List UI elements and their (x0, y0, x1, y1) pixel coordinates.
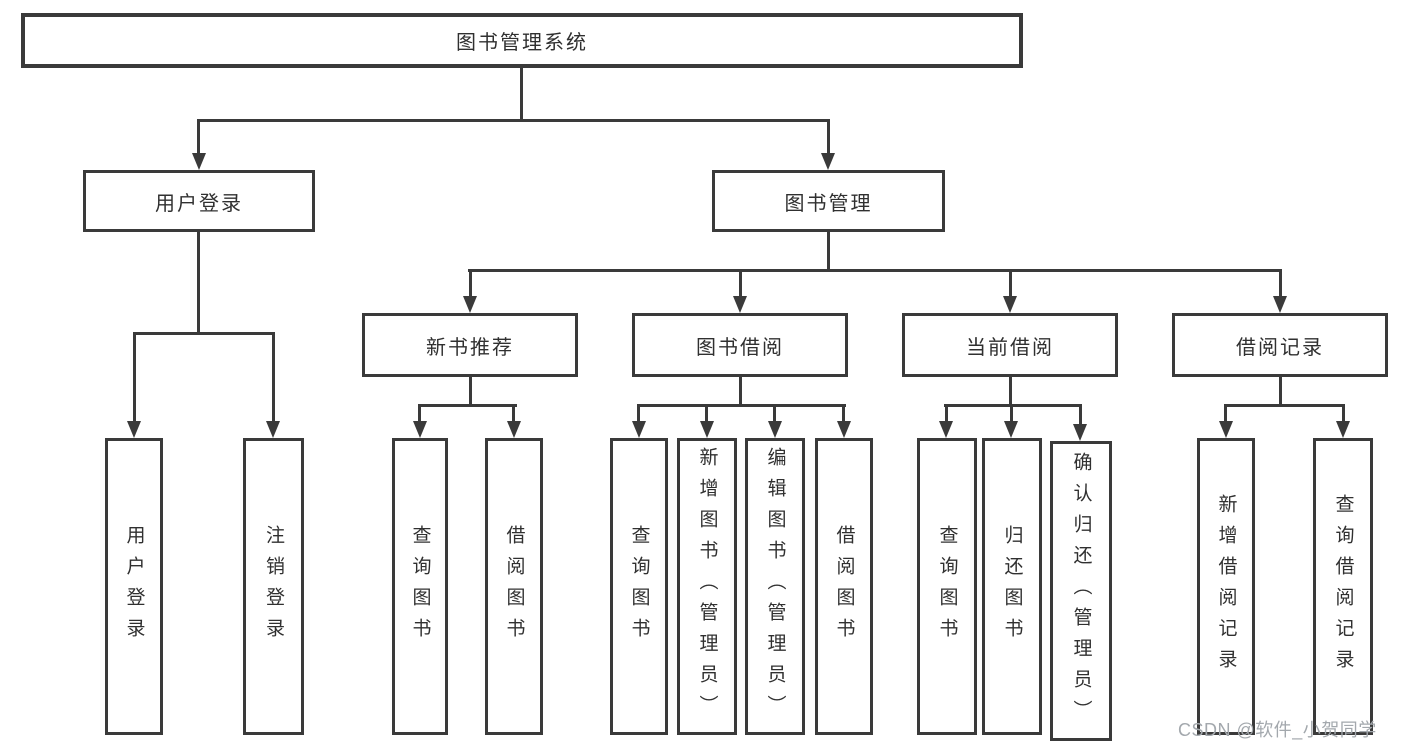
connector-line (739, 377, 742, 406)
leaf-records-add: 新增借阅记录 (1197, 438, 1255, 735)
connector-line (272, 332, 275, 421)
leaf-records-add-label: 新增借阅记录 (1215, 493, 1237, 680)
leaf-borrow-borrow-label: 借阅图书 (833, 524, 855, 649)
node-new-books-label: 新书推荐 (426, 336, 514, 359)
connector-line (520, 68, 523, 122)
connector-line (512, 404, 515, 422)
leaf-records-query-label: 查询借阅记录 (1332, 493, 1354, 680)
leaf-borrow-query-label: 查询图书 (628, 524, 650, 649)
arrowhead-down (733, 296, 747, 313)
arrowhead-down (413, 421, 427, 438)
connector-line (705, 404, 708, 422)
node-borrow-records: 借阅记录 (1172, 313, 1388, 377)
connector-line (1224, 404, 1345, 407)
arrowhead-down (768, 421, 782, 438)
node-root: 图书管理系统 (21, 13, 1023, 68)
node-book-borrow: 图书借阅 (632, 313, 848, 377)
connector-line (1224, 404, 1227, 422)
leaf-records-query: 查询借阅记录 (1313, 438, 1373, 735)
leaf-logout-label: 注销登录 (263, 524, 284, 649)
leaf-logout: 注销登录 (243, 438, 304, 735)
node-new-books: 新书推荐 (362, 313, 578, 377)
node-user-login: 用户登录 (83, 170, 315, 232)
connector-line (945, 404, 948, 422)
leaf-user-login: 用户登录 (105, 438, 163, 735)
node-book-borrow-label: 图书借阅 (696, 336, 784, 359)
connector-line (197, 119, 200, 154)
connector-line (637, 404, 846, 407)
leaf-current-return: 归还图书 (982, 438, 1042, 735)
connector-line (637, 404, 640, 422)
leaf-newbooks-borrow-label: 借阅图书 (503, 524, 525, 649)
connector-line (1279, 269, 1282, 297)
arrowhead-down (1004, 421, 1018, 438)
leaf-newbooks-query: 查询图书 (392, 438, 448, 735)
arrowhead-down (1073, 424, 1087, 441)
leaf-current-return-label: 归还图书 (1001, 524, 1023, 649)
leaf-borrow-query: 查询图书 (610, 438, 668, 735)
connector-line (1010, 404, 1013, 422)
connector-line (469, 269, 472, 297)
connector-line (944, 404, 1082, 407)
connector-line (739, 269, 742, 297)
connector-line (827, 232, 830, 272)
arrowhead-down (1219, 421, 1233, 438)
leaf-current-query: 查询图书 (917, 438, 977, 735)
connector-line (418, 404, 421, 422)
leaf-current-query-label: 查询图书 (936, 524, 958, 649)
leaf-borrow-borrow: 借阅图书 (815, 438, 873, 735)
arrowhead-down (127, 421, 141, 438)
connector-line (1342, 404, 1345, 422)
connector-line (197, 232, 200, 335)
leaf-borrow-edit-admin-label: 编辑图书（管理员） (764, 447, 786, 726)
connector-line (1279, 377, 1282, 406)
arrowhead-down (192, 153, 206, 170)
connector-line (468, 269, 1282, 272)
leaf-borrow-add-admin-label: 新增图书（管理员） (696, 447, 718, 726)
arrowhead-down (1003, 296, 1017, 313)
arrowhead-down (821, 153, 835, 170)
connector-line (1009, 377, 1012, 406)
connector-line (842, 404, 845, 422)
arrowhead-down (266, 421, 280, 438)
arrowhead-down (632, 421, 646, 438)
arrowhead-down (939, 421, 953, 438)
connector-line (197, 119, 830, 122)
connector-line (1009, 269, 1012, 297)
leaf-user-login-label: 用户登录 (123, 524, 145, 649)
connector-line (827, 119, 830, 154)
arrowhead-down (837, 421, 851, 438)
leaf-current-confirm-admin-label: 确认归还（管理员） (1070, 451, 1092, 731)
leaf-newbooks-borrow: 借阅图书 (485, 438, 543, 735)
arrowhead-down (507, 421, 521, 438)
leaf-borrow-add-admin: 新增图书（管理员） (677, 438, 737, 735)
leaf-borrow-edit-admin: 编辑图书（管理员） (745, 438, 805, 735)
connector-line (418, 404, 517, 407)
arrowhead-down (700, 421, 714, 438)
node-root-label: 图书管理系统 (456, 32, 588, 54)
connector-line (133, 332, 136, 421)
arrowhead-down (463, 296, 477, 313)
arrowhead-down (1273, 296, 1287, 313)
connector-line (773, 404, 776, 422)
node-borrow-records-label: 借阅记录 (1236, 336, 1324, 359)
node-current-borrow: 当前借阅 (902, 313, 1118, 377)
connector-line (469, 377, 472, 406)
connector-line (133, 332, 275, 335)
connector-line (1079, 404, 1082, 425)
node-user-login-label: 用户登录 (155, 192, 243, 215)
node-book-mgmt-label: 图书管理 (784, 192, 873, 215)
leaf-newbooks-query-label: 查询图书 (409, 524, 431, 649)
csdn-watermark: CSDN @软件_小贺同学 (1178, 720, 1377, 740)
node-current-borrow-label: 当前借阅 (966, 336, 1054, 359)
node-book-mgmt: 图书管理 (712, 170, 945, 232)
arrowhead-down (1336, 421, 1350, 438)
leaf-current-confirm-admin: 确认归还（管理员） (1050, 441, 1112, 741)
